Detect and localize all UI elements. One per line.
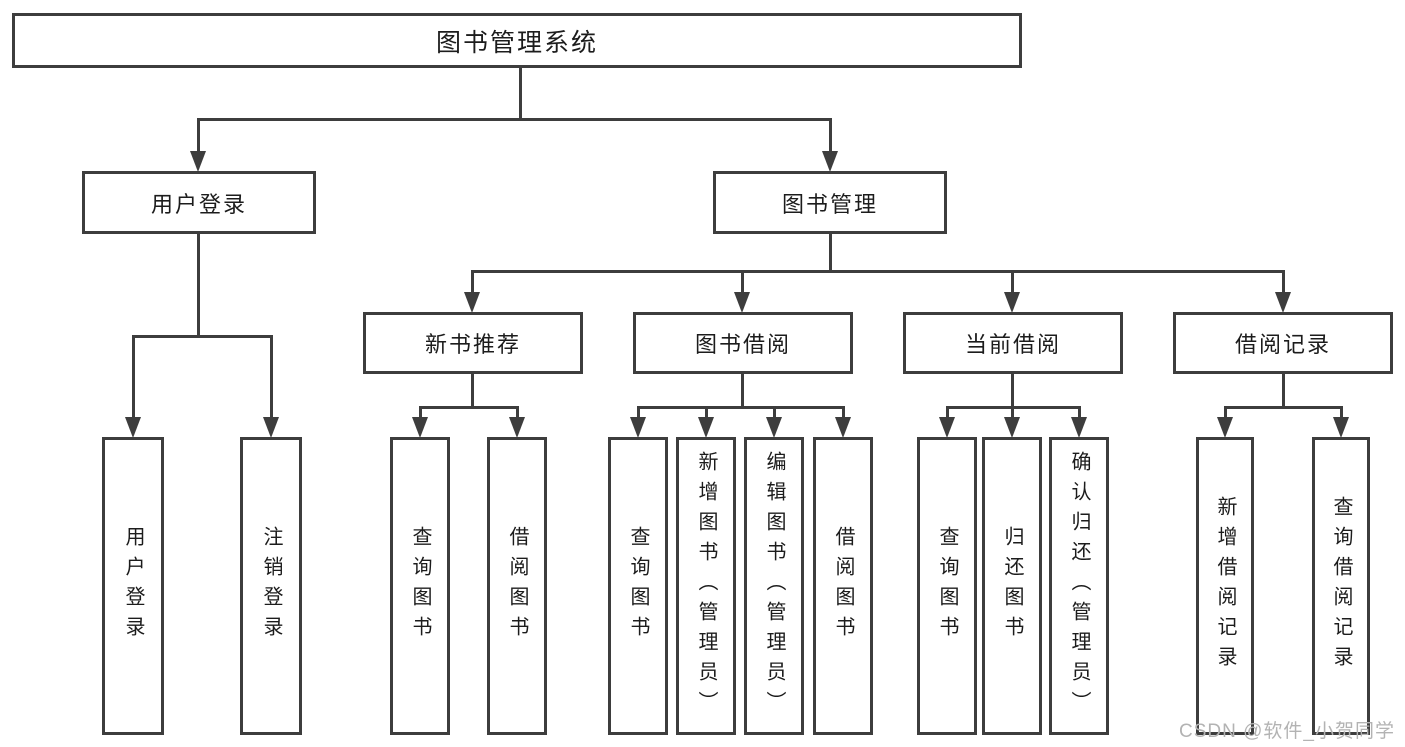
drop-line <box>1224 406 1227 421</box>
csdn-watermark: CSDN @软件_小贺同学 <box>1179 721 1395 742</box>
leaf-label: 新增图书（管理员） <box>695 451 717 721</box>
leaf-label: 归还图书 <box>1001 526 1023 646</box>
node-label: 图书管理 <box>781 191 878 217</box>
arrow-down-icon <box>1004 417 1020 438</box>
arrow-down-icon <box>263 417 279 438</box>
arrow-down-icon <box>939 417 955 438</box>
node-label: 当前借阅 <box>964 332 1061 357</box>
arrow-down-icon <box>835 417 851 438</box>
drop-line <box>419 406 422 421</box>
leaf-add-book-admin: 新增图书（管理员） <box>676 437 736 735</box>
leaf-label: 借阅图书 <box>832 526 854 646</box>
node-root-book-management-system: 图书管理系统 <box>12 13 1022 68</box>
drop-line <box>741 270 744 296</box>
node-label: 图书借阅 <box>694 332 791 357</box>
leaf-user-login: 用户登录 <box>102 437 164 735</box>
stem-line <box>519 68 522 121</box>
arrow-down-icon <box>630 417 646 438</box>
bus-line <box>132 335 273 338</box>
drop-line <box>1078 406 1081 421</box>
arrow-down-icon <box>464 292 480 313</box>
leaf-logout: 注销登录 <box>240 437 302 735</box>
node-label: 借阅记录 <box>1234 332 1331 357</box>
node-book-borrow: 图书借阅 <box>633 312 853 374</box>
leaf-query-borrow-record: 查询借阅记录 <box>1312 437 1370 735</box>
node-label: 图书管理系统 <box>435 28 598 57</box>
leaf-confirm-return-admin: 确认归还（管理员） <box>1049 437 1109 735</box>
drop-line <box>829 118 832 156</box>
arrow-down-icon <box>1004 292 1020 313</box>
arrow-down-icon <box>412 417 428 438</box>
drop-line <box>773 406 776 421</box>
stem-line <box>1282 374 1285 406</box>
stem-line <box>741 374 744 406</box>
bus-line <box>197 118 832 121</box>
bus-line <box>471 270 1285 273</box>
arrow-down-icon <box>822 151 838 172</box>
drop-line <box>1011 406 1014 421</box>
drop-line <box>516 406 519 421</box>
leaf-label: 查询图书 <box>409 526 431 646</box>
drop-line <box>1011 270 1014 296</box>
leaf-edit-book-admin: 编辑图书（管理员） <box>744 437 804 735</box>
leaf-label: 用户登录 <box>122 526 144 646</box>
leaf-label: 借阅图书 <box>506 526 528 646</box>
bus-line <box>419 406 519 409</box>
leaf-label: 查询图书 <box>936 526 958 646</box>
drop-line <box>637 406 640 421</box>
stem-line <box>197 234 200 335</box>
drop-line <box>705 406 708 421</box>
arrow-down-icon <box>509 417 525 438</box>
leaf-label: 确认归还（管理员） <box>1068 451 1090 721</box>
arrow-down-icon <box>125 417 141 438</box>
stem-line <box>1011 374 1014 406</box>
drop-line <box>946 406 949 421</box>
drop-line <box>132 335 135 421</box>
bus-line <box>637 406 845 409</box>
leaf-label: 编辑图书（管理员） <box>763 451 785 721</box>
stem-line <box>829 234 832 270</box>
leaf-borrow-book-1: 借阅图书 <box>487 437 547 735</box>
arrow-down-icon <box>1071 417 1087 438</box>
arrow-down-icon <box>766 417 782 438</box>
node-label: 新书推荐 <box>424 332 521 357</box>
drop-line <box>197 118 200 156</box>
leaf-label: 查询图书 <box>627 526 649 646</box>
drop-line <box>1340 406 1343 421</box>
node-new-book-recommend: 新书推荐 <box>363 312 583 374</box>
stem-line <box>471 374 474 406</box>
arrow-down-icon <box>698 417 714 438</box>
leaf-query-book-3: 查询图书 <box>917 437 977 735</box>
arrow-down-icon <box>734 292 750 313</box>
node-label: 用户登录 <box>150 191 247 217</box>
leaf-query-book-2: 查询图书 <box>608 437 668 735</box>
leaf-query-book-1: 查询图书 <box>390 437 450 735</box>
leaf-label: 注销登录 <box>260 526 282 646</box>
node-current-borrow: 当前借阅 <box>903 312 1123 374</box>
node-borrow-records: 借阅记录 <box>1173 312 1393 374</box>
arrow-down-icon <box>190 151 206 172</box>
drop-line <box>842 406 845 421</box>
leaf-label: 新增借阅记录 <box>1214 496 1236 676</box>
leaf-borrow-book-2: 借阅图书 <box>813 437 873 735</box>
node-book-management: 图书管理 <box>713 171 947 234</box>
node-user-login: 用户登录 <box>82 171 316 234</box>
leaf-add-borrow-record: 新增借阅记录 <box>1196 437 1254 735</box>
arrow-down-icon <box>1275 292 1291 313</box>
bus-line <box>1224 406 1343 409</box>
leaf-label: 查询借阅记录 <box>1330 496 1352 676</box>
arrow-down-icon <box>1217 417 1233 438</box>
drop-line <box>1282 270 1285 296</box>
drop-line <box>471 270 474 296</box>
arrow-down-icon <box>1333 417 1349 438</box>
drop-line <box>270 335 273 421</box>
leaf-return-book: 归还图书 <box>982 437 1042 735</box>
